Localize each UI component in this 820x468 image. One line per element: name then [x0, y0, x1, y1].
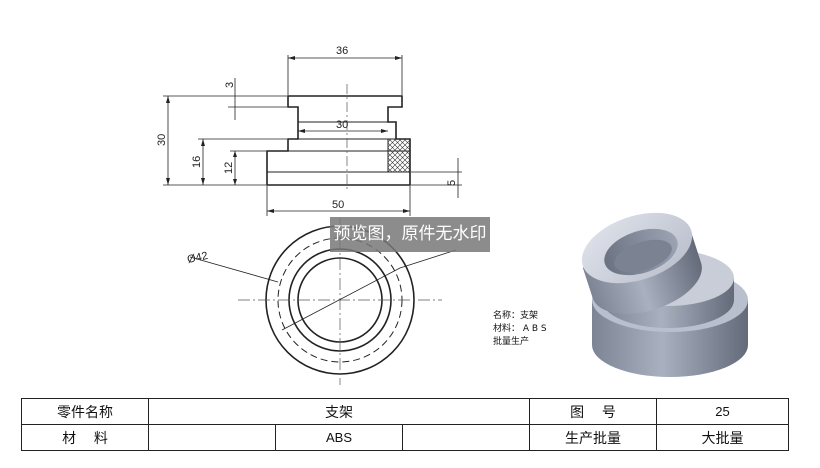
note-material: 材料： A B S [493, 324, 547, 334]
note-batch: 批量生产 [493, 337, 530, 347]
material-blank-2 [401, 424, 531, 451]
dim-base-50: 50 [332, 199, 344, 211]
title-row-1: 零件名称 支架 图 号 25 [21, 398, 790, 425]
dim-height-16: 16 [191, 156, 203, 168]
technical-drawing: 36 3 30 30 16 12 5 50 Ø42 [156, 45, 748, 385]
part-outline [266, 95, 411, 186]
dim-height-30: 30 [156, 134, 168, 146]
part-3d-render [581, 212, 748, 377]
note-name: 名称：支架 [493, 311, 539, 321]
drawing-no-value: 25 [656, 398, 790, 425]
material-blank [148, 424, 276, 451]
section-hatch [387, 138, 411, 173]
title-row-2: 材 料 ABS 生产批量 大批量 [21, 424, 790, 451]
part-name-label: 零件名称 [21, 398, 149, 425]
watermark: 预览图，原件无水印 [330, 217, 490, 252]
title-block: 零件名称 支架 图 号 25 材 料 ABS 生产批量 大批量 [21, 398, 790, 451]
production-value: 大批量 [656, 424, 790, 451]
production-label: 生产批量 [529, 424, 658, 451]
dim-base-5: 5 [446, 180, 458, 186]
part-name-value: 支架 [147, 398, 531, 425]
drawing-no-label: 图 号 [529, 398, 658, 425]
dim-height-12: 12 [223, 162, 235, 174]
part-note: 名称：支架 材料： A B S 批量生产 [493, 310, 547, 349]
front-dimensions [163, 55, 462, 216]
dim-inner-30: 30 [336, 119, 348, 131]
material-label: 材 料 [21, 424, 149, 451]
dim-step-3: 3 [224, 82, 236, 88]
dim-width-36: 36 [336, 45, 348, 57]
front-section-view [266, 84, 411, 190]
dim-diameter-42: Ø42 [186, 250, 209, 266]
material-value: ABS [275, 424, 403, 451]
